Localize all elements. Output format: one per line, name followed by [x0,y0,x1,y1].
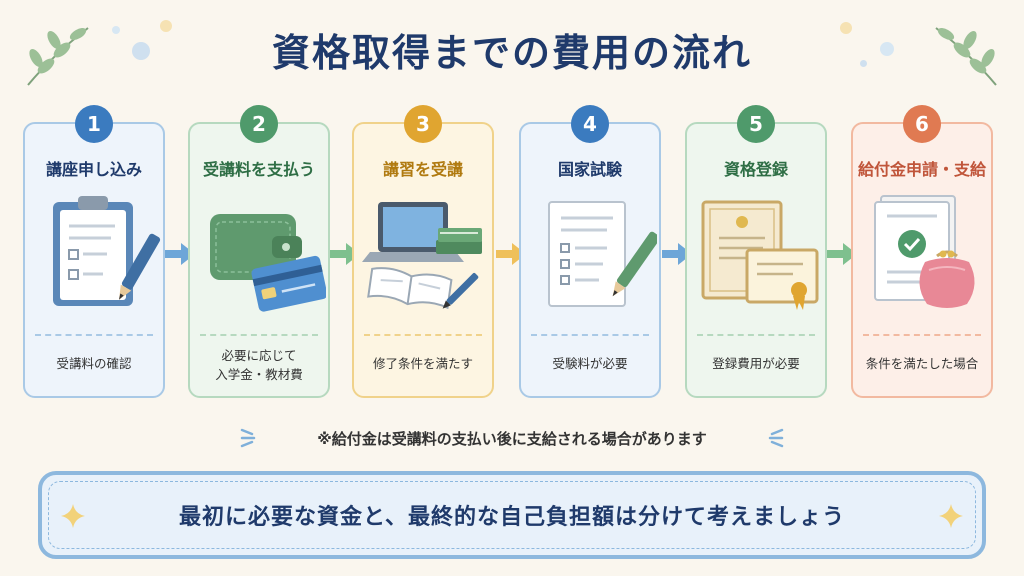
summary-box: 最初に必要な資金と、最終的な自己負担額は分けて考えましょう [38,471,986,559]
step-note: 条件を満たした場合 [865,356,979,371]
leaf-sprig-right-icon [935,27,997,86]
decor-dot [112,26,120,34]
step-divider [35,334,153,336]
page-title: 資格取得までの費用の流れ [271,31,752,75]
laptop-books-icon [362,202,482,310]
step-number-badge: 5 [737,105,775,143]
leaf-sprig-left-icon [27,27,89,86]
footnote: ※給付金は受講料の支払い後に支給される場合があります [317,430,707,448]
exam-sheet-icon [548,201,657,307]
arrow-right-icon [165,243,195,265]
summary-text: 最初に必要な資金と、最終的な自己負担額は分けて考えましょう [178,505,846,530]
decor-dot [132,42,150,60]
summary-inner-border [48,481,976,549]
dash-decoration-icon [240,428,256,448]
step-divider [364,334,482,336]
step-title: 国家試験 [557,160,622,179]
coin-purse-icon [874,195,975,308]
step-number-badge: 2 [240,105,278,143]
step-number-badge: 4 [571,105,609,143]
sparkle-icon [61,504,85,528]
decor-dot [840,22,852,34]
step-note: 受講料の確認 [56,356,132,371]
step-card-5: 5 資格登録 登録費用が必要 [685,105,827,398]
decor-dot [880,42,894,56]
step-number-badge: 3 [404,105,442,143]
sparkle-icon [939,504,963,528]
step-number-badge: 6 [903,105,941,143]
step-number-badge: 1 [75,105,113,143]
step-card-4: 4 国家試験 受験料が必要 [519,105,661,398]
wallet-icon [210,214,326,312]
decor-dot [160,20,172,32]
step-card-6: 6 給付金申請・支給 条件を満たした場合 [851,105,993,398]
step-card-1: 1 講座申し込み 受講料の確認 [23,105,165,398]
decor-dot [860,60,867,67]
step-note: 登録費用が必要 [712,356,800,371]
step-divider [200,334,318,336]
step-title: 講習を受講 [382,160,463,179]
arrow-right-icon [496,243,526,265]
step-title: 給付金申請・支給 [857,160,986,179]
step-card-2: 2 受講料を支払う 必要に応じて 入学金・教材費 [188,105,330,398]
step-card-3: 3 講習を受講 修了条件を満たす [352,105,494,398]
step-note: 修了条件を満たす [372,356,473,371]
step-divider [697,334,815,336]
step-divider [531,334,649,336]
step-title: 講座申し込み [45,160,142,179]
clipboard-icon [53,196,161,306]
step-title: 資格登録 [723,160,788,179]
step-title: 受講料を支払う [202,160,315,179]
certificate-icon [701,200,819,310]
dash-decoration-icon [768,428,784,448]
arrow-right-icon [827,243,857,265]
arrow-right-icon [662,243,692,265]
step-note: 受験料が必要 [552,356,628,371]
step-divider [863,334,981,336]
step-note: 必要に応じて 入学金・教材費 [215,348,303,382]
